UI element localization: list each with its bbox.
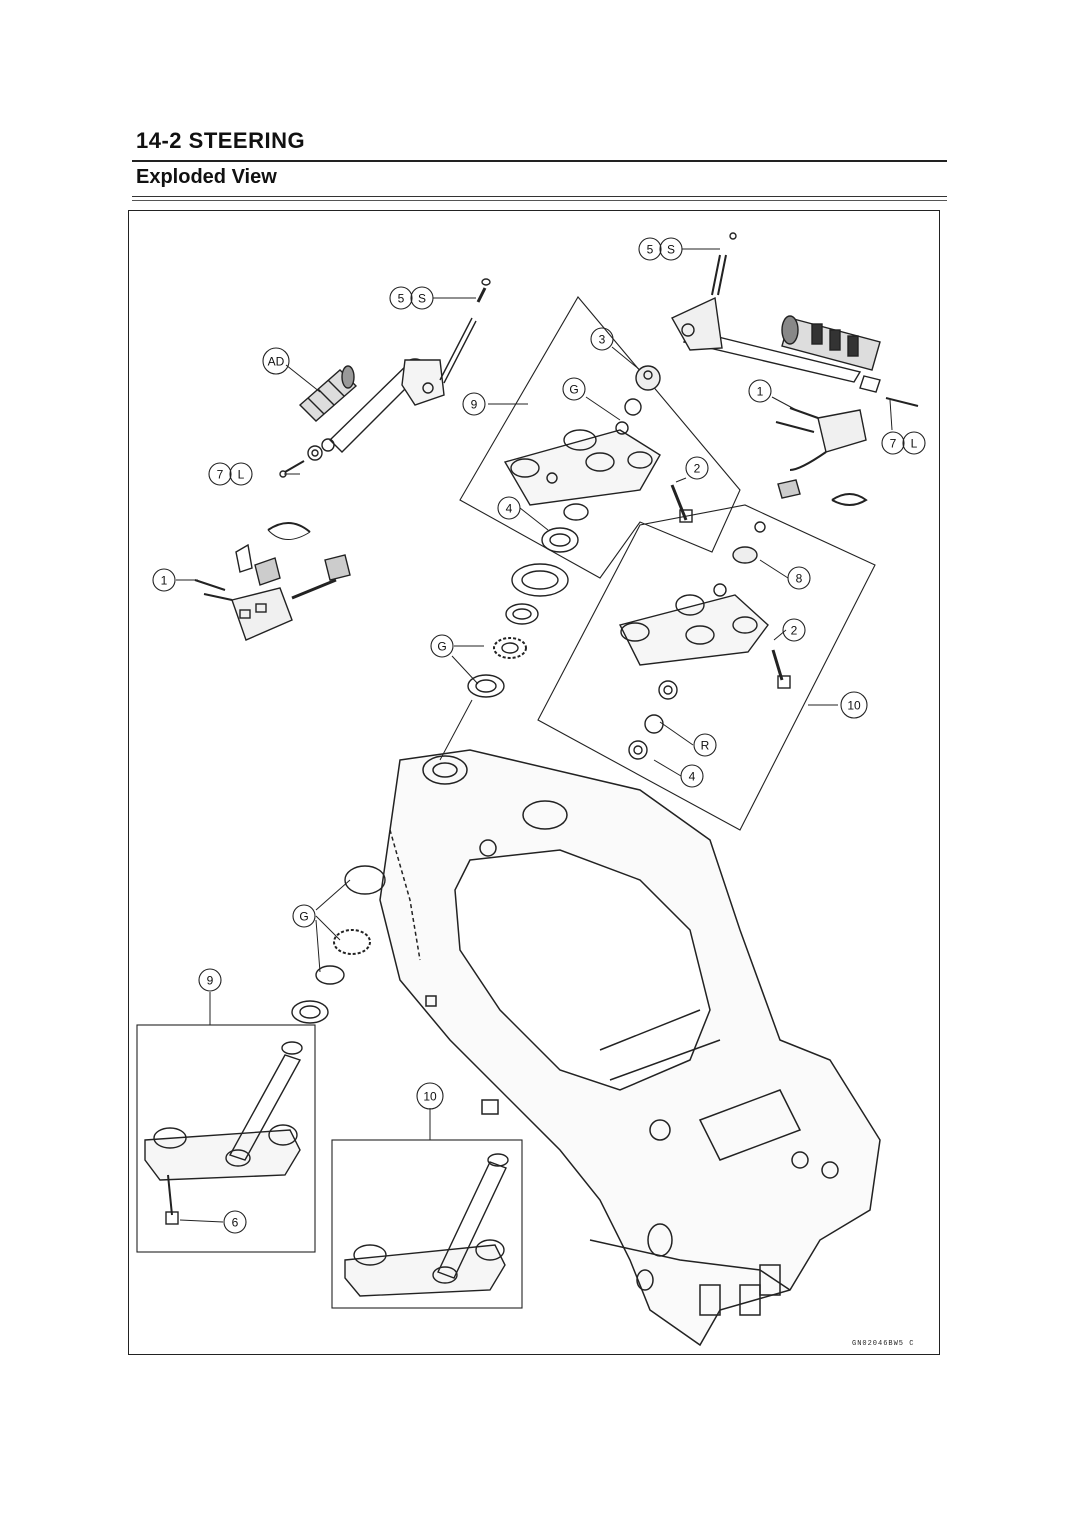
- stem-9-detail-box: [136, 1024, 316, 1253]
- title-rule: [132, 160, 947, 162]
- svg-text:4: 4: [506, 502, 513, 516]
- svg-text:7: 7: [217, 468, 224, 482]
- svg-text:G: G: [437, 640, 446, 654]
- callout-5s-top: 5 S: [638, 237, 683, 261]
- callout-g-3: G: [292, 904, 316, 928]
- callout-ad: AD: [262, 347, 290, 375]
- svg-text:10: 10: [423, 1090, 437, 1104]
- svg-text:G: G: [299, 910, 308, 924]
- steering-stem-9: [144, 1041, 303, 1225]
- callout-9-top: 9: [462, 392, 486, 416]
- subtitle-rule: [132, 196, 947, 197]
- upper-bearing-stack: [467, 563, 569, 698]
- left-handlebar: [279, 278, 491, 478]
- svg-text:10: 10: [847, 699, 861, 713]
- right-handlebar: [671, 232, 919, 407]
- callout-9-bottom: 9: [198, 968, 222, 992]
- callout-g-1: G: [562, 377, 586, 401]
- right-grip: [781, 315, 881, 371]
- callouts: 5 S 5 S 3 9 G AD 1 7: [152, 237, 926, 1234]
- subtitle-rule-secondary: [132, 200, 947, 201]
- upper-clamp-9: [503, 365, 693, 523]
- svg-text:G: G: [569, 383, 578, 397]
- callout-4-mid: 4: [680, 764, 704, 788]
- motorcycle-frame: [379, 749, 881, 1347]
- svg-text:1: 1: [757, 385, 764, 399]
- section-title: 14-2 STEERING: [136, 128, 306, 153]
- svg-text:2: 2: [694, 462, 701, 476]
- callout-r: R: [693, 733, 717, 757]
- callout-1-left: 1: [152, 568, 176, 592]
- callout-2-top: 2: [685, 456, 709, 480]
- callout-8: 8: [787, 566, 811, 590]
- callout-10-top: 10: [840, 691, 868, 719]
- callout-4-top: 4: [497, 496, 521, 520]
- svg-text:4: 4: [689, 770, 696, 784]
- callout-1-right: 1: [748, 379, 772, 403]
- upper-clamp-10: [618, 521, 791, 760]
- svg-text:L: L: [238, 468, 245, 482]
- svg-text:L: L: [911, 437, 918, 451]
- svg-text:S: S: [418, 292, 426, 306]
- svg-text:9: 9: [207, 974, 214, 988]
- left-switch-housing: [194, 522, 351, 641]
- svg-text:S: S: [667, 243, 675, 257]
- left-grip: [298, 365, 358, 422]
- svg-text:AD: AD: [268, 355, 285, 369]
- svg-text:3: 3: [599, 333, 606, 347]
- callout-6: 6: [223, 1210, 247, 1234]
- svg-text:R: R: [701, 739, 710, 753]
- lower-bearing-stack: [291, 865, 386, 1024]
- svg-text:2: 2: [791, 624, 798, 638]
- callout-2-mid: 2: [782, 618, 806, 642]
- svg-text:8: 8: [796, 572, 803, 586]
- callout-10-bottom: 10: [416, 1082, 444, 1110]
- upper-clamp-group-outline: [459, 296, 741, 579]
- upper-clamp-group-alt-outline: [537, 504, 876, 831]
- svg-text:5: 5: [398, 292, 405, 306]
- stem-10-detail-box: [331, 1139, 523, 1309]
- leader-lines: [176, 248, 893, 1223]
- svg-text:9: 9: [471, 398, 478, 412]
- section-subtitle: Exploded View: [136, 166, 277, 188]
- svg-text:1: 1: [161, 574, 168, 588]
- callout-3: 3: [590, 327, 614, 351]
- steering-stem-nut-top: [541, 503, 589, 553]
- callout-7l-right: 7 L: [881, 431, 926, 455]
- callout-5s-left: 5 S: [389, 286, 434, 310]
- callout-g-2: G: [430, 634, 454, 658]
- callout-7l-left: 7 L: [208, 462, 253, 486]
- svg-text:7: 7: [890, 437, 897, 451]
- figure-code: GN02046BW5 C: [852, 1340, 915, 1348]
- steering-stem-10: [344, 1153, 509, 1297]
- figure-frame: [128, 210, 940, 1355]
- svg-text:6: 6: [232, 1216, 239, 1230]
- right-switch-housing: [775, 407, 868, 506]
- svg-text:5: 5: [647, 243, 654, 257]
